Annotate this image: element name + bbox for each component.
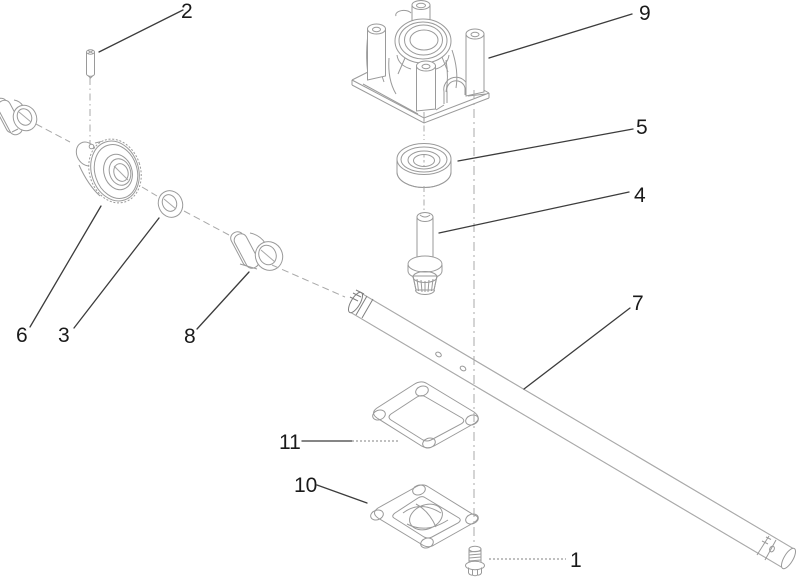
leader-line-10 xyxy=(316,484,368,504)
part-label-1: 1 xyxy=(570,549,582,572)
leader-line-2 xyxy=(98,9,184,53)
leader-line-4 xyxy=(438,191,630,234)
part-axle-shaft xyxy=(347,289,797,570)
part-label-11: 11 xyxy=(279,431,301,454)
part-ball-bearing xyxy=(396,143,452,188)
leader-line-3 xyxy=(73,217,160,329)
part-label-4: 4 xyxy=(634,184,646,207)
part-dowel-pin xyxy=(86,49,95,79)
part-label-2: 2 xyxy=(181,0,193,23)
part-label-7: 7 xyxy=(632,292,644,315)
leader-line-8 xyxy=(196,271,250,330)
leader-line-9 xyxy=(488,13,633,59)
part-label-10: 10 xyxy=(294,474,317,497)
part-gasket xyxy=(372,381,479,449)
leader-line-5 xyxy=(457,128,634,162)
part-gear-case-cover xyxy=(370,484,479,549)
part-label-3: 3 xyxy=(58,324,70,347)
part-label-9: 9 xyxy=(639,2,651,25)
part-label-8: 8 xyxy=(184,325,196,348)
leader-line-7 xyxy=(523,307,631,390)
part-label-6: 6 xyxy=(16,324,28,347)
part-pinion-gear-shaft xyxy=(407,212,443,295)
part-label-5: 5 xyxy=(636,116,648,139)
part-flange-bushing xyxy=(230,231,284,271)
part-flange-bushing-left xyxy=(0,97,38,136)
part-drive-gear xyxy=(75,138,142,204)
part-flange-bolt xyxy=(465,545,485,577)
part-washer xyxy=(157,190,184,218)
part-gear-case-housing xyxy=(351,0,490,124)
leader-line-6 xyxy=(29,205,102,328)
